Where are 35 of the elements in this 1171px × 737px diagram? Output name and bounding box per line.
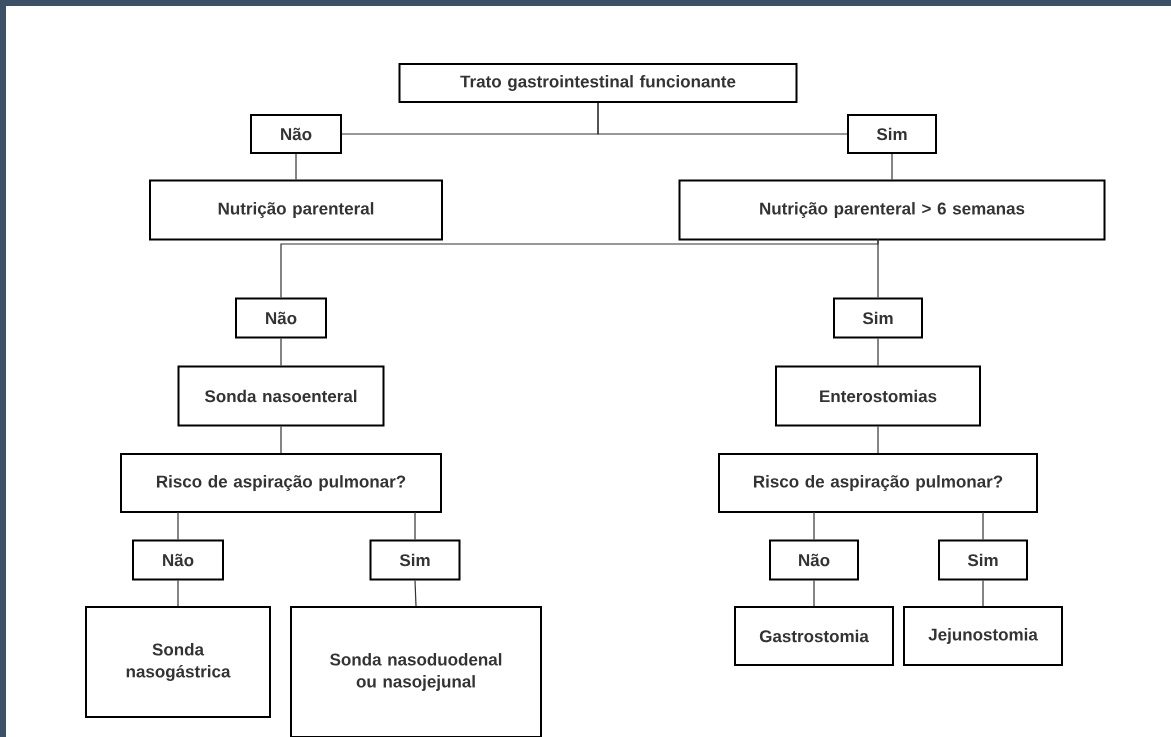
process-box: Jejunostomia bbox=[903, 606, 1063, 666]
process-box: Nutrição parenteral > 6 semanas bbox=[678, 179, 1106, 241]
connector-line bbox=[982, 579, 984, 607]
answer-box: Sim bbox=[938, 539, 1028, 581]
process-box: Nutrição parenteral bbox=[149, 179, 443, 241]
connector-line bbox=[813, 511, 815, 541]
answer-box: Sim bbox=[833, 297, 923, 339]
answer-box: Não bbox=[132, 539, 224, 581]
question-box: Risco de aspiração pulmonar? bbox=[718, 453, 1038, 513]
answer-box: Sim bbox=[369, 539, 461, 581]
connector-line bbox=[982, 511, 984, 541]
connector-line bbox=[813, 579, 815, 607]
process-box: Sonda nasogástrica bbox=[85, 606, 271, 718]
question-box: Risco de aspiração pulmonar? bbox=[120, 453, 442, 513]
process-box: Sonda nasoenteral bbox=[177, 365, 385, 427]
connector-line bbox=[877, 238, 879, 299]
connector-line bbox=[877, 337, 879, 367]
process-box: Sonda nasoduodenal ou nasojejunal bbox=[290, 606, 542, 737]
connector-line bbox=[597, 102, 848, 135]
process-box: Gastrostomia bbox=[734, 606, 894, 666]
answer-box: Sim bbox=[847, 114, 937, 154]
connector-line bbox=[280, 337, 282, 367]
connector-line bbox=[877, 425, 879, 454]
connector-line bbox=[414, 579, 417, 607]
connector-line bbox=[280, 425, 282, 454]
connector-line bbox=[295, 153, 297, 181]
connector-line bbox=[177, 511, 179, 541]
answer-box: Não bbox=[769, 539, 859, 581]
connector-line bbox=[414, 511, 416, 541]
connector-line bbox=[891, 153, 893, 181]
answer-box: Não bbox=[235, 297, 327, 339]
process-box: Trato gastrointestinal funcionante bbox=[398, 63, 798, 103]
process-box: Enterostomias bbox=[775, 365, 981, 427]
answer-box: Não bbox=[250, 114, 342, 154]
connector-line bbox=[177, 579, 179, 607]
